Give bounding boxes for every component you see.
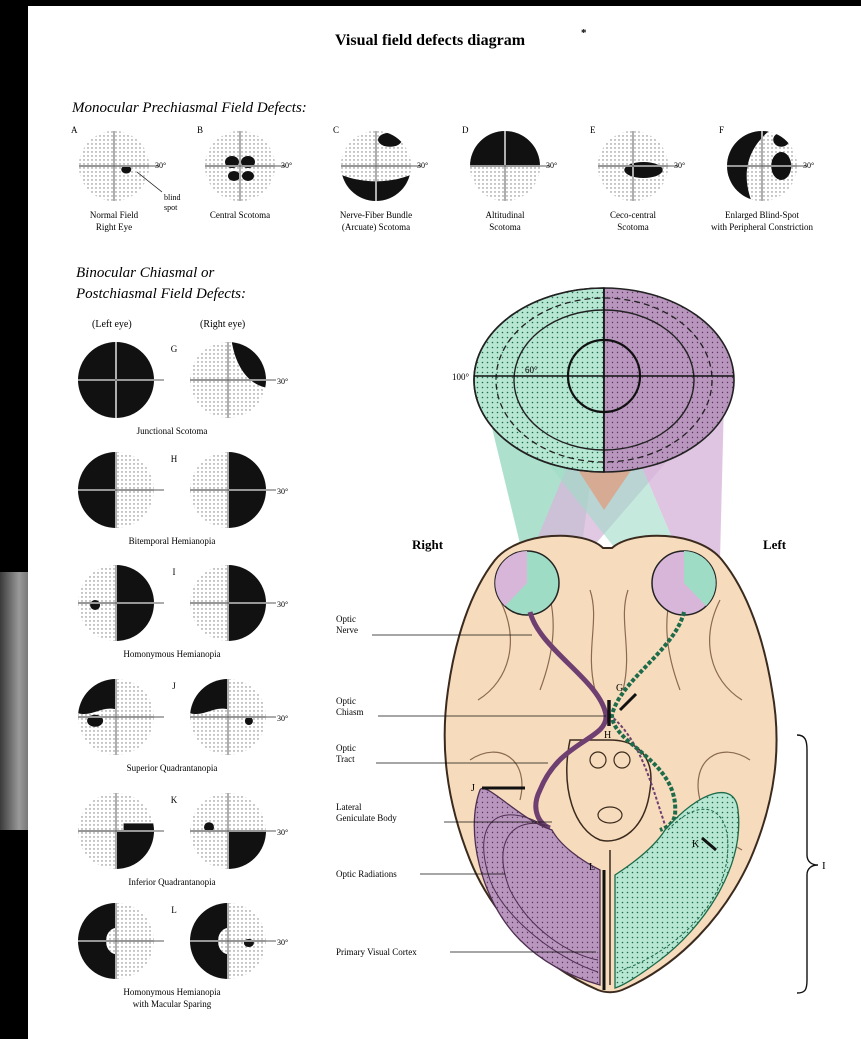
binocular-30-label: 30° xyxy=(277,600,288,609)
lesion-letter-j: J xyxy=(471,783,475,794)
monocular-30-label: 30° xyxy=(803,161,814,170)
monocular-caption: Nerve-Fiber Bundle xyxy=(340,210,412,220)
brace-letter-i: I xyxy=(822,860,826,872)
monocular-30-label: 30° xyxy=(281,161,292,170)
monocular-caption: Normal Field xyxy=(90,210,139,220)
binocular-caption: Inferior Quadrantanopia xyxy=(128,877,215,887)
monocular-letter-a: A xyxy=(71,125,78,135)
binocular-30-label: 30° xyxy=(277,487,288,496)
right-eye-header: (Right eye) xyxy=(200,319,245,330)
monocular-30-label: 30° xyxy=(417,161,428,170)
binocular-30-label: 30° xyxy=(277,938,288,947)
binocular-30-label: 30° xyxy=(277,714,288,723)
monocular-caption: Enlarged Blind-Spot xyxy=(725,210,800,220)
title-footnote-mark: * xyxy=(581,27,587,39)
lesion-letter-k: K xyxy=(692,839,700,850)
lesion-letter-g: G xyxy=(616,683,623,694)
binocular-caption: Superior Quadrantanopia xyxy=(127,763,218,773)
binocular-caption: Homonymous Hemianopia xyxy=(123,987,220,997)
lesion-letter-h: H xyxy=(604,730,611,741)
monocular-caption-line2: Right Eye xyxy=(96,222,132,232)
monocular-caption: Central Scotoma xyxy=(210,210,270,220)
heading-binocular-line2: Postchiasmal Field Defects: xyxy=(75,286,246,302)
heading-binocular-line1: Binocular Chiasmal or xyxy=(76,265,215,281)
anatomy-label-optic-nerve: Optic xyxy=(336,614,356,624)
binocular-30-label: 30° xyxy=(277,828,288,837)
binocular-letter-j: J xyxy=(172,681,176,691)
binocular-caption: Homonymous Hemianopia xyxy=(123,649,220,659)
monocular-30-label: 30° xyxy=(155,161,166,170)
anatomy-label-optic-chiasm-line2: Chiasm xyxy=(336,707,364,717)
binocular-30-label: 30° xyxy=(277,377,288,386)
anatomy-label-optic-chiasm: Optic xyxy=(336,696,356,706)
anatomy-label-optic-nerve-line2: Nerve xyxy=(336,625,358,635)
monocular-caption-line2: Scotoma xyxy=(489,222,521,232)
monocular-caption: Altitudinal xyxy=(486,210,525,220)
anatomy-label-lateral-geniculate-body-line2: Geniculate Body xyxy=(336,813,397,823)
monocular-letter-e: E xyxy=(590,125,596,135)
monocular-letter-d: D xyxy=(462,125,469,135)
monocular-30-label: 30° xyxy=(546,161,557,170)
anatomy-label-optic-tract: Optic xyxy=(336,743,356,753)
side-label-right: Right xyxy=(412,537,444,552)
heading-monocular: Monocular Prechiasmal Field Defects: xyxy=(71,100,307,116)
page-title: Visual field defects diagram xyxy=(335,32,526,49)
blind-spot-label-line2: spot xyxy=(164,203,178,212)
anatomy-label-primary-visual-cortex: Primary Visual Cortex xyxy=(336,947,417,957)
lesion-letter-l: L xyxy=(589,862,595,873)
monocular-30-label: 30° xyxy=(674,161,685,170)
anatomy-label-optic-tract-line2: Tract xyxy=(336,754,355,764)
binocular-caption-line2: with Macular Sparing xyxy=(133,999,212,1009)
anatomy-label-optic-radiations: Optic Radiations xyxy=(336,869,397,879)
binocular-letter-l: L xyxy=(171,905,177,915)
monocular-letter-f: F xyxy=(719,125,724,135)
anatomy-label-lateral-geniculate-body: Lateral xyxy=(336,802,362,812)
binocular-letter-h: H xyxy=(171,454,178,464)
monocular-caption-line2: with Peripheral Constriction xyxy=(711,222,813,232)
label-100-degrees: 100° xyxy=(452,372,470,382)
side-label-left: Left xyxy=(763,537,787,552)
binocular-caption: Bitemporal Hemianopia xyxy=(129,536,216,546)
blind-spot-label: blind xyxy=(164,193,180,202)
monocular-letter-c: C xyxy=(333,125,339,135)
monocular-caption-line2: (Arcuate) Scotoma xyxy=(342,222,410,232)
binocular-letter-i: I xyxy=(173,567,176,577)
binocular-letter-g: G xyxy=(171,344,178,354)
monocular-caption-line2: Scotoma xyxy=(617,222,649,232)
label-60-degrees: 60° xyxy=(525,365,538,375)
monocular-caption: Ceco-central xyxy=(610,210,656,220)
binocular-caption: Junctional Scotoma xyxy=(137,426,208,436)
left-eye-header: (Left eye) xyxy=(92,319,132,330)
monocular-letter-b: B xyxy=(197,125,203,135)
binocular-letter-k: K xyxy=(171,795,178,805)
